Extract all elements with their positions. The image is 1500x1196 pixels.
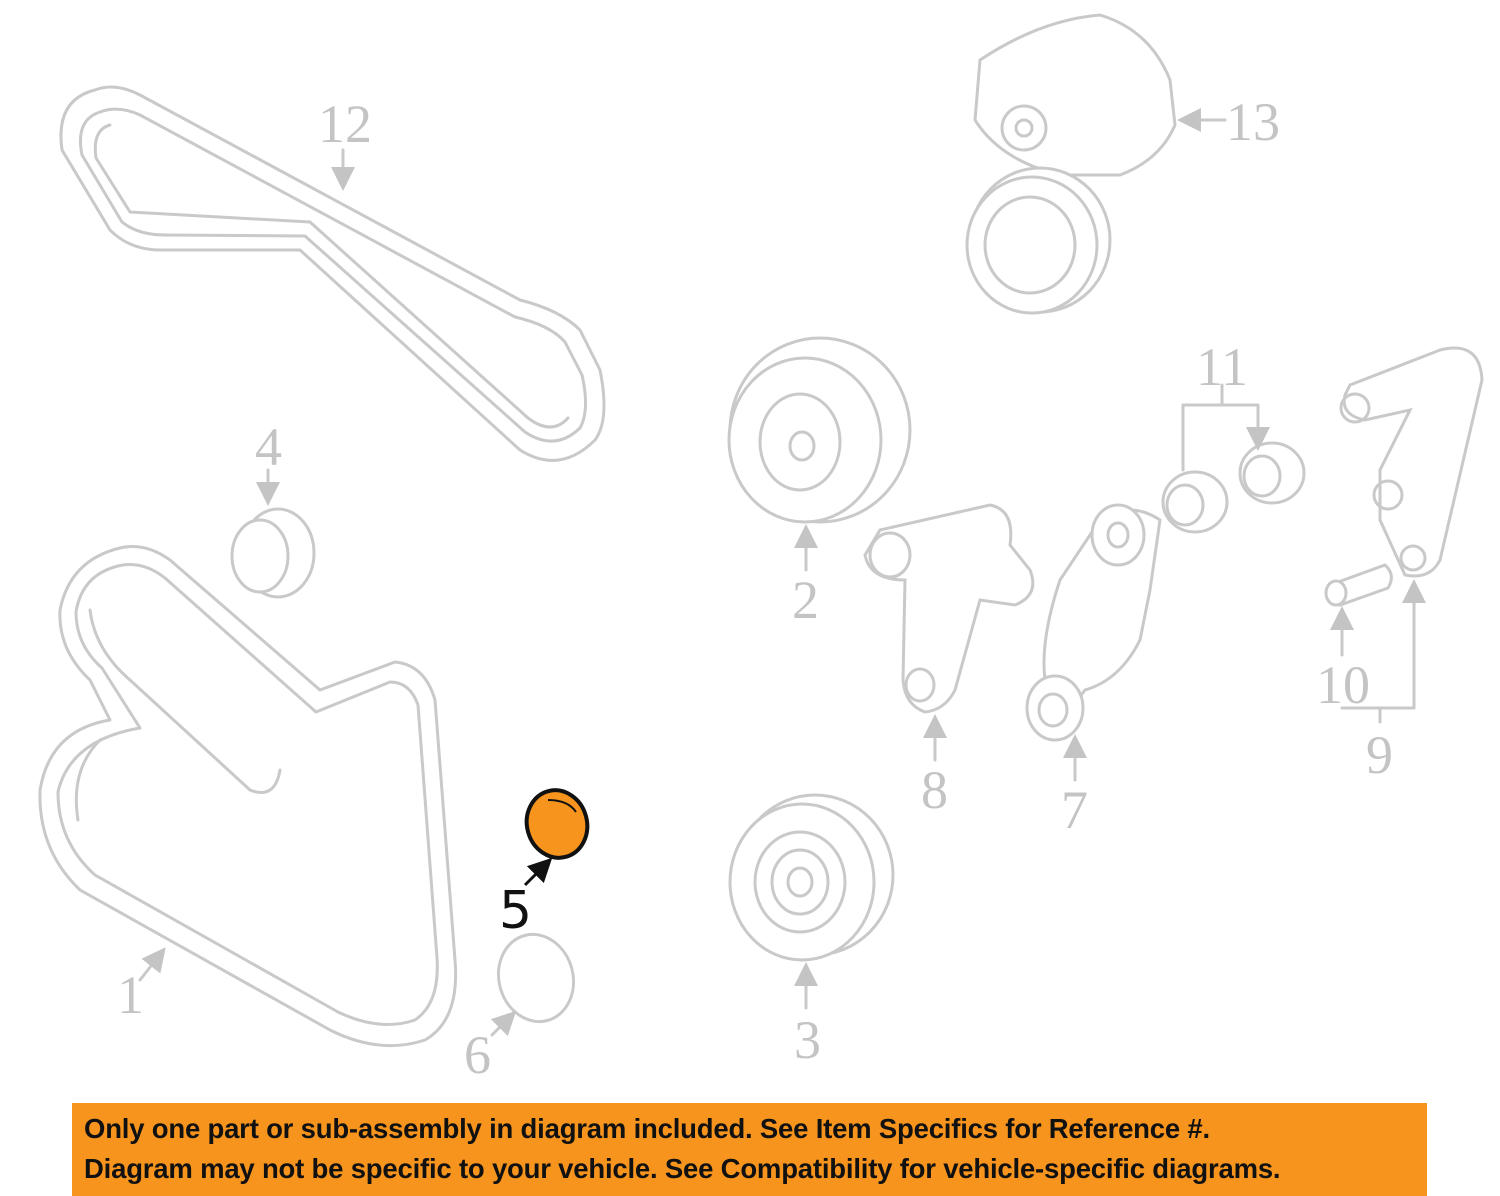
part-13-tensioner[interactable] [965,13,1177,315]
callout-3: 3 [794,1010,821,1070]
part-7-damper[interactable] [1025,503,1162,742]
callout-9: 9 [1366,725,1393,785]
disclaimer-line-1: Only one part or sub-assembly in diagram… [84,1113,1210,1144]
callout-10: 10 [1316,655,1370,715]
belt-part-1[interactable] [38,545,458,1048]
callout-5: 5 [499,881,532,941]
disclaimer-line-2: Diagram may not be specific to your vehi… [84,1153,1281,1184]
belt-part-12[interactable] [59,85,606,462]
part-3-pulley[interactable] [728,793,895,962]
part-8-bracket[interactable] [863,503,1035,714]
callout-1: 1 [117,965,144,1025]
callout-4: 4 [255,417,282,477]
callout-7: 7 [1061,780,1088,840]
callout-8: 8 [921,760,948,820]
callout-11: 11 [1196,337,1248,397]
callout-13: 13 [1226,92,1280,152]
disclaimer-banner: Only one part or sub-assembly in diagram… [72,1103,1427,1196]
callout-6: 6 [464,1025,491,1085]
part-6-cap[interactable] [489,926,583,1030]
part-10-bolt[interactable] [1324,563,1393,607]
part-5-cap-highlighted[interactable] [519,783,595,887]
callout-12: 12 [318,94,372,154]
leader-lines [138,108,1426,1037]
part-11-bushings[interactable] [1161,383,1306,534]
part-2-pulley[interactable] [727,336,912,524]
part-9-bracket[interactable] [1339,346,1484,578]
callout-2: 2 [792,570,819,630]
part-4-cap[interactable] [230,507,316,599]
